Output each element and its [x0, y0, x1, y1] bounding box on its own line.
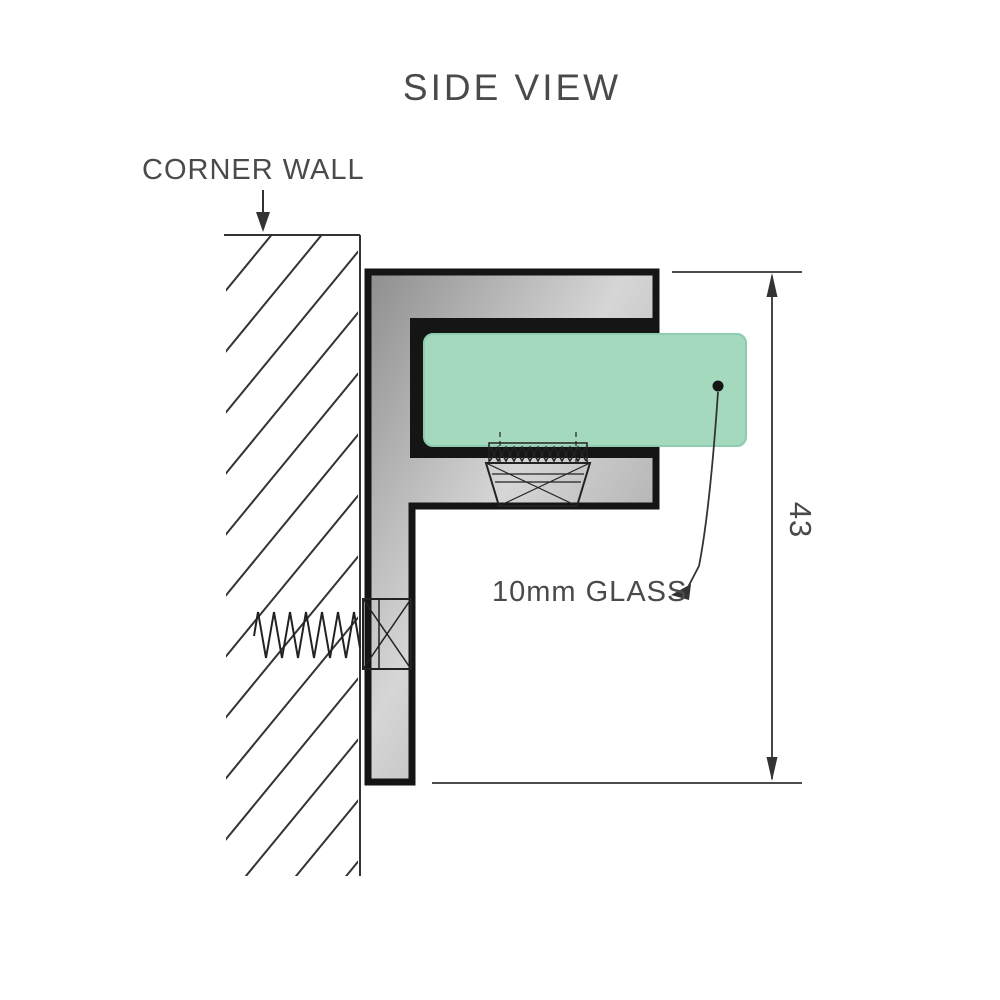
dimension-label: 43 [783, 502, 818, 538]
glass-callout: 10mm GLASS [492, 380, 724, 608]
glass-leader-arrow [671, 584, 691, 600]
glass-leader-dot [712, 380, 724, 392]
glass-leader-line [686, 391, 719, 590]
screw-threads [253, 611, 361, 659]
gasket-screw [484, 432, 592, 507]
dimension-arrow-top [766, 273, 778, 297]
corner-wall-label: CORNER WALL [142, 154, 365, 186]
diagram-title: SIDE VIEW [403, 67, 621, 108]
glass-label: 10mm GLASS [492, 576, 687, 608]
wall-hatching [226, 236, 358, 876]
corner-wall-pointer-arrow [256, 190, 270, 232]
glass-panel [423, 333, 747, 447]
dimension-43: 43 [432, 271, 818, 784]
screw-head [362, 598, 412, 670]
dimension-arrow-bottom [766, 757, 778, 781]
mounting-screw [253, 598, 412, 670]
